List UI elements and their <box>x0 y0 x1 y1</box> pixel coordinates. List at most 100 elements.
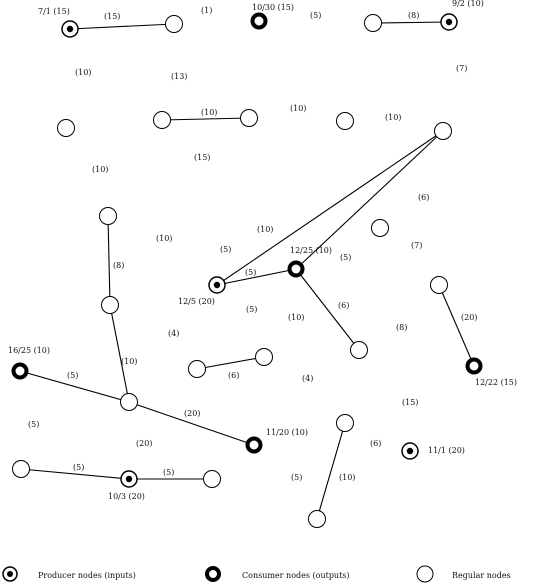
edge-label: (6) <box>228 371 239 380</box>
regular-node-circle <box>308 510 326 528</box>
producer-node-dot <box>213 281 221 289</box>
regular-node-circle <box>336 414 354 432</box>
regular-node <box>434 122 452 140</box>
capacity-label: (10) <box>385 113 401 122</box>
regular-node-circle <box>336 112 354 130</box>
edge-n4-n5 <box>372 21 450 24</box>
edge-label: (20) <box>184 409 200 418</box>
node-label: 12/25 (10) <box>290 246 332 255</box>
edge-n13-n14 <box>216 268 297 286</box>
producer-node <box>401 442 419 460</box>
node-label: 10/3 (20) <box>108 492 145 501</box>
edge-label: (10) <box>257 225 273 234</box>
consumer-node-ring <box>245 436 263 454</box>
edge-label: (5) <box>67 371 78 380</box>
edge-label: (10) <box>121 357 137 366</box>
capacity-label: (4) <box>302 374 313 383</box>
node-label: 11/1 (20) <box>428 446 465 455</box>
regular-node <box>255 348 273 366</box>
capacity-label: (7) <box>456 64 467 73</box>
producer-node <box>208 276 226 294</box>
capacity-label: (5) <box>310 11 321 20</box>
regular-node <box>308 510 326 528</box>
regular-node <box>336 414 354 432</box>
capacity-label: (8) <box>396 323 407 332</box>
consumer-node <box>245 436 263 454</box>
regular-node <box>57 119 75 137</box>
edge-layer <box>19 21 475 520</box>
producer-node <box>61 20 79 38</box>
consumer-node <box>287 260 305 278</box>
legend-regular: Regular nodes <box>416 565 511 583</box>
edge-label: (10) <box>339 473 355 482</box>
regular-node <box>364 14 382 32</box>
capacity-label: (5) <box>28 420 39 429</box>
edge-n26-n27 <box>20 468 130 480</box>
regular-node <box>99 207 117 225</box>
capacity-label: (10) <box>288 313 304 322</box>
capacity-label: (10) <box>75 68 91 77</box>
capacity-label: (6) <box>418 193 429 202</box>
regular-node-circle <box>203 470 221 488</box>
producer-node <box>120 470 138 488</box>
regular-node-circle <box>430 276 448 294</box>
producer-node-dot <box>66 25 74 33</box>
capacity-label: (20) <box>136 439 152 448</box>
regular-node-circle <box>350 341 368 359</box>
legend-consumer-label: Consumer nodes (outputs) <box>242 571 350 580</box>
legend-consumer: Consumer nodes (outputs) <box>205 566 350 582</box>
edge-label: (5) <box>245 268 256 277</box>
consumer-node-ring <box>287 260 305 278</box>
edge-label: (5) <box>220 245 231 254</box>
edge-label-layer: (15) (8) (10) (8) (10) (5) (10) (5) (6) (20) (5) (2… <box>67 11 477 482</box>
regular-node-circle <box>120 393 138 411</box>
capacity-label: (10) <box>290 104 306 113</box>
free-label-layer: (1) (5) (10) (13) (7) (10) (10) (15) (10) (6) (10)… <box>28 6 467 482</box>
regular-node-circle <box>57 119 75 137</box>
node-label: 9/2 (10) <box>452 0 484 8</box>
edge-label: (5) <box>73 463 84 472</box>
regular-node-circle <box>165 15 183 33</box>
consumer-node-ring <box>250 12 268 30</box>
regular-node <box>12 460 30 478</box>
regular-node <box>240 109 258 127</box>
capacity-label: (10) <box>92 165 108 174</box>
legend-regular-label: Regular nodes <box>452 571 511 580</box>
regular-node <box>165 15 183 33</box>
regular-node <box>350 341 368 359</box>
capacity-label: (5) <box>246 305 257 314</box>
edge-n10-n13 <box>216 130 444 286</box>
regular-node-circle <box>99 207 117 225</box>
edge-n17-n18 <box>438 284 475 367</box>
regular-node-circle <box>153 111 171 129</box>
edge-n24-n29 <box>316 422 346 520</box>
legend-producer-icon-dot <box>7 571 13 577</box>
legend: Producer nodes (inputs) Consumer nodes (… <box>2 565 511 583</box>
edge-label: (5) <box>163 468 174 477</box>
regular-node <box>430 276 448 294</box>
capacity-label: (1) <box>201 6 212 15</box>
edge-n11-n12 <box>107 215 111 306</box>
producer-node-dot <box>445 18 453 26</box>
producer-node <box>440 13 458 31</box>
edge-n10-n14 <box>295 130 444 270</box>
edge-label: (6) <box>338 301 349 310</box>
regular-node-circle <box>255 348 273 366</box>
capacity-label: (10) <box>156 234 172 243</box>
consumer-node <box>11 362 29 380</box>
regular-node-circle <box>371 219 389 237</box>
node-label: 12/5 (20) <box>178 297 215 306</box>
regular-node <box>336 112 354 130</box>
consumer-node-ring <box>11 362 29 380</box>
legend-producer: Producer nodes (inputs) <box>2 566 136 582</box>
producer-node-dot <box>406 447 414 455</box>
capacity-label: (15) <box>402 398 418 407</box>
edge-label: (8) <box>113 261 124 270</box>
node-label: 7/1 (15) <box>38 7 70 16</box>
capacity-label: (13) <box>171 72 187 81</box>
regular-node-circle <box>12 460 30 478</box>
regular-node <box>101 296 119 314</box>
regular-node-circle <box>240 109 258 127</box>
regular-node <box>188 360 206 378</box>
